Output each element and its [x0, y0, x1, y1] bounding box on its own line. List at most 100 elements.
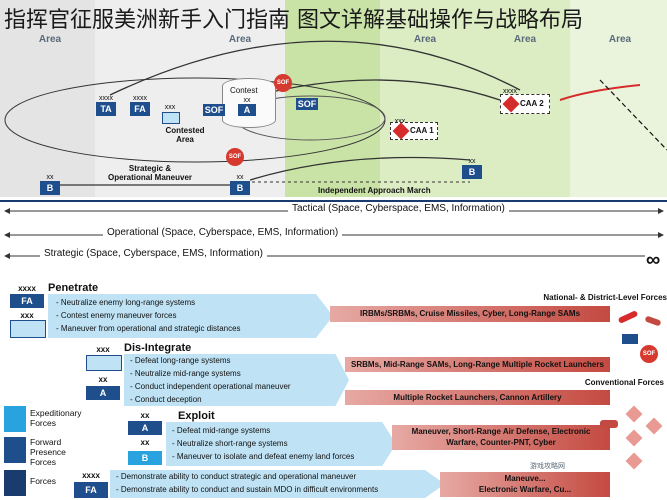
penetrate-title: Penetrate — [48, 282, 99, 294]
unit-ta[interactable]: TA — [96, 102, 116, 116]
exploit-line-1: - Defeat mid-range systems — [172, 426, 271, 435]
satellite-icon — [622, 334, 638, 344]
final-echelon: xxxx — [82, 471, 100, 480]
contest-unit-a[interactable]: A — [238, 104, 256, 116]
final-chevron — [110, 470, 445, 498]
contest-cylinder — [222, 78, 276, 128]
caa2-label: CAA 2 — [520, 99, 544, 108]
disintegrate-threat-bar-2: Multiple Rocket Launchers, Cannon Artill… — [345, 390, 610, 405]
disintegrate-echelon-2: xx — [98, 375, 108, 384]
enemy-diamond-icon-2 — [625, 429, 643, 447]
operational-arrow-head-left — [4, 232, 10, 238]
caa1-echelon: xxx — [392, 118, 408, 125]
final-line-2: - Demonstrate ability to conduct and sus… — [116, 485, 379, 494]
unit-b2[interactable]: B — [230, 181, 250, 195]
tactical-arrow-head-right — [658, 208, 664, 214]
enemy-diamond-icon-4 — [645, 417, 663, 435]
exploit-chevron — [166, 422, 396, 466]
disintegrate-echelon: xxx — [96, 345, 110, 354]
exploit-threat-bar: Maneuver, Short-Range Air Defense, Elect… — [392, 425, 610, 450]
penetrate-line-3: - Maneuver from operational and strategi… — [56, 324, 241, 333]
penetrate-echelon: xxxx — [18, 284, 36, 293]
sof-marker-2: SOF — [226, 148, 244, 166]
caa1-label: CAA 1 — [410, 126, 434, 135]
caa2-echelon: xxxx — [503, 88, 517, 95]
unit-fa[interactable]: FA — [130, 102, 150, 116]
penetrate-unit-fa[interactable]: FA — [10, 294, 44, 308]
disintegrate-line-2: - Neutralize mid-range systems — [130, 369, 241, 378]
unit-b2-echelon: xx — [236, 174, 244, 181]
unit-b3-echelon: xx — [468, 158, 476, 165]
zone-label-2: Area — [228, 34, 252, 45]
legend-expeditionary-swatch — [4, 406, 26, 432]
legend-forward-label: Forward Presence Forces — [30, 437, 66, 467]
penetrate-line-2: - Contest enemy maneuver forces — [56, 311, 177, 320]
disintegrate-line-4: - Conduct deception — [130, 395, 202, 404]
final-unit-fa[interactable]: FA — [74, 482, 108, 498]
disintegrate-unit-box[interactable] — [86, 355, 122, 371]
sof-box-2[interactable]: SOF — [296, 98, 318, 110]
unit-ta-echelon: xxxx — [99, 95, 113, 102]
operational-arrow-head-right — [658, 232, 664, 238]
sof-box-1[interactable]: SOF — [203, 104, 225, 116]
unit-xxx-box[interactable] — [162, 112, 180, 124]
disintegrate-line-1: - Defeat long-range systems — [130, 356, 231, 365]
exploit-echelon: xx — [140, 411, 150, 420]
boundary-dash — [599, 79, 667, 151]
zone-label-5: Area — [608, 34, 632, 45]
strategic-arrow-head-left — [4, 253, 10, 259]
contested-area-ellipse — [4, 77, 386, 163]
conventional-forces-label: Conventional Forces — [584, 378, 664, 387]
disintegrate-title: Dis-Integrate — [124, 342, 192, 354]
disintegrate-chevron — [124, 354, 349, 406]
tactical-arrow-head-left — [4, 208, 10, 214]
unit-b1[interactable]: B — [40, 181, 60, 195]
missile-icon — [617, 310, 639, 324]
exploit-unit-a[interactable]: A — [128, 421, 162, 435]
legend-forces-swatch — [4, 470, 26, 496]
final-threat-bar: Maneuve... Electronic Warfare, Cu... — [440, 472, 610, 497]
independent-march-label: Independent Approach March — [318, 186, 431, 195]
penetrate-threat-bar: IRBMs/SRBMs, Cruise Missiles, Cyber, Lon… — [330, 306, 610, 322]
zone-label-3: Area — [413, 34, 437, 45]
unit-b1-echelon: xx — [46, 174, 54, 181]
sof-marker-1: SOF — [274, 74, 292, 92]
watermark: 游戏攻略网 — [530, 463, 565, 470]
contest-label: Contest — [230, 86, 258, 95]
unit-fa-echelon: xxxx — [133, 95, 147, 102]
final-line-1: - Demonstrate ability to conduct strateg… — [116, 472, 357, 481]
zone-label-1: Area — [38, 34, 62, 45]
disintegrate-unit-a[interactable]: A — [86, 386, 120, 400]
contested-area-label: Contested Area — [165, 126, 205, 144]
penetrate-echelon-2: xxx — [20, 311, 34, 320]
enemy-diamond-icon-3 — [625, 452, 643, 470]
exploit-line-2: - Neutralize short-range systems — [172, 439, 288, 448]
unit-b3[interactable]: B — [462, 165, 482, 179]
operational-range-label: Operational (Space, Cyberspace, EMS, Inf… — [103, 227, 343, 238]
aircraft-icon — [644, 315, 662, 327]
unit-xxx-echelon: xxx — [164, 104, 176, 111]
penetrate-line-1: - Neutralize enemy long-range systems — [56, 298, 196, 307]
tank-icon — [600, 420, 618, 428]
exploit-line-3: - Maneuver to isolate and defeat enemy l… — [172, 452, 355, 461]
maneuver-arc-low — [249, 156, 471, 181]
enemy-arrow — [559, 84, 641, 101]
enemy-diamond-icon-1 — [625, 405, 643, 423]
legend-forward-swatch — [4, 437, 26, 463]
exploit-echelon-2: xx — [140, 438, 150, 447]
contest-echelon: xx — [243, 97, 251, 104]
legend-expeditionary-label: Expeditionary Forces — [30, 408, 82, 428]
strategic-maneuver-label: Strategic & Operational Maneuver — [107, 164, 193, 182]
exploit-unit-b[interactable]: B — [128, 451, 162, 465]
infinity-icon: ∞ — [646, 249, 661, 271]
zone-1 — [0, 0, 95, 197]
national-forces-label: National- & District-Level Forces — [543, 293, 667, 302]
penetrate-unit-box[interactable] — [10, 320, 46, 338]
exploit-title: Exploit — [178, 410, 215, 422]
strategic-range-label: Strategic (Space, Cyberspace, EMS, Infor… — [40, 248, 267, 259]
tactical-range-label: Tactical (Space, Cyberspace, EMS, Inform… — [288, 203, 509, 214]
maneuver-arc-top — [109, 40, 521, 96]
sof-marker-3: SOF — [640, 345, 658, 363]
penetrate-chevron — [48, 294, 333, 338]
